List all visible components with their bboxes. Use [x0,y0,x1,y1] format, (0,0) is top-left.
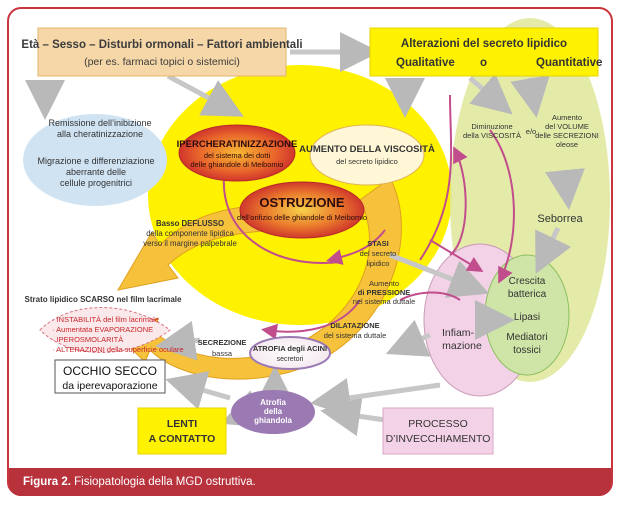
remission-text: Remissione dell’inibizione alla cheratin… [38,118,155,188]
increase-line1: Aumento [552,113,582,122]
caption-text: Fisiopatologia della MGD ostruttiva. [70,476,256,488]
inflammation-text: Infiam- mazione [442,327,482,352]
secretion-text: SECREZIONE bassa [198,338,247,358]
gland-atrophy-line3: ghiandola [254,416,292,425]
film-item4: · ALTERAZIONI della superficie oculare [52,345,184,354]
obstruction-title: OSTRUZIONE [259,195,345,210]
pressure-line2: di PRESSIONE [358,288,411,297]
remission-line4: aberrante delle [66,167,126,177]
flow-arrow [117,177,402,380]
and-or-label: e/o [526,127,536,136]
dryeye-sub: da iperevaporazione [62,380,157,392]
increase-text: Aumento del VOLUME delle SECREZIONI oleo… [535,113,599,149]
stasis-line2: del secreto [360,249,397,258]
viscosity-node [309,124,425,186]
dryeye-box [54,359,166,394]
atrophy-acini-node [249,336,331,370]
bacteria-line4: Mediatori [506,332,547,343]
lenses-line1: LENTI [167,418,197,430]
pressure-line3: nel sistema duttale [353,297,416,306]
bacteria-text: Crescita batterica Lipasi Mediatori toss… [506,276,547,356]
alterations-or: o [480,57,487,69]
secretion-line1: SECREZIONE [198,338,247,347]
figure-caption: Figura 2. Fisiopatologia della MGD ostru… [9,468,611,496]
viscosity-sub: del secreto lipidico [336,157,398,166]
bacteria-line1: Crescita [509,276,546,287]
gland-atrophy-node [231,390,315,434]
gland-atrophy-text: Atrofia della ghiandola [254,398,292,425]
decrease-line1: Diminuzione [471,122,512,131]
seborrhea-label: Seborrea [537,213,583,225]
alterations-qualitative: Qualitative [396,57,455,69]
bacteria-line2: batterica [508,289,547,300]
inflammation-line2: mazione [442,340,482,352]
alterations-quantitative: Quantitative [536,57,602,69]
film-items: · INSTABILITÀ del film lacrimale · Aumen… [52,315,184,354]
hyperk-line3: delle ghiandole di Meibomio [191,160,284,169]
dilation-text: DILATAZIONE del sistema duttale [324,321,387,340]
alterations-box [369,27,599,77]
remission-line2: alla cheratinizzazione [57,129,143,139]
viscosity-title: AUMENTO DELLA VISCOSITÀ [299,144,435,155]
eye-outline [39,307,171,353]
hyperk-title: IPERCHERATINIZZAZIONE [177,139,298,150]
dilation-line2: del sistema duttale [324,331,387,340]
remission-region [23,114,167,206]
pressure-text: Aumento di PRESSIONE nel sistema duttale [353,279,416,306]
inflammation-line1: Infiam- [442,327,475,339]
bacteria-line3: Lipasi [514,312,540,323]
film-item3: · IPEROSMOLARITÀ [52,335,123,344]
remission-line1: Remissione dell’inibizione [48,118,151,128]
remission-line3: Migrazione e differenziazione [38,156,155,166]
obstruction-node [239,181,365,239]
increase-line3: delle SECREZIONI [535,131,599,140]
lenses-line2: A CONTATTO [149,433,216,445]
lowflow-line3: verso il margine palpebrale [143,239,237,248]
decrease-line2: della VISCOSITÀ [463,131,521,140]
lenses-box [137,407,227,455]
stasis-line1: STASI [367,239,389,248]
lowflow-arrow [117,204,281,291]
gland-atrophy-line1: Atrofia [260,398,286,407]
alterations-title: Alterazioni del secreto lipidico [401,38,567,50]
lowflow-line1: Basso DEFLUSSO [156,219,224,228]
dilation-line1: DILATAZIONE [330,321,379,330]
film-title: Strato lipidico SCARSO nel film lacrimal… [25,295,182,304]
atrophy-acini-line1: ATROFIA degli ACINI [253,344,327,353]
hyperkeratinization-node [178,124,296,182]
stasis-text: STASI del secreto lipidico [360,239,397,268]
increase-line4: oleose [556,140,578,149]
factors-line1: Età – Sesso – Disturbi ormonali – Fattor… [21,39,302,51]
factors-box [37,27,287,77]
magenta-arrows [222,94,515,340]
dryeye-title: OCCHIO SECCO [63,364,157,378]
increase-line2: del VOLUME [545,122,589,131]
film-item1: · INSTABILITÀ del film lacrimale [52,315,159,324]
gland-atrophy-line2: della [264,407,283,416]
atrophy-acini-line2: secretori [277,356,304,363]
lowflow-text: Basso DEFLUSSO della componente lipidica… [143,219,237,248]
decrease-text: Diminuzione della VISCOSITÀ [463,122,521,140]
aging-line1: PROCESSO [408,418,468,430]
caption-label: Figura 2. [23,476,71,488]
remission-line5: cellule progenitrici [60,178,132,188]
bacteria-line5: tossici [513,345,541,356]
aging-line2: D’INVECCHIAMENTO [386,433,491,445]
obstruction-sub: dell’orifizio delle ghiandole di Meibomi… [237,213,367,222]
secretion-line2: bassa [212,349,233,358]
hyperk-line2: del sistema dei dotti [204,151,271,160]
aging-box [382,407,494,455]
stasis-line3: lipidico [367,259,390,268]
lowflow-line2: della componente lipidica [146,229,234,238]
factors-line2: (per es. farmaci topici o sistemici) [84,56,240,68]
pressure-line1: Aumento [369,279,399,288]
film-item2: · Aumentata EVAPORAZIONE [52,325,153,334]
